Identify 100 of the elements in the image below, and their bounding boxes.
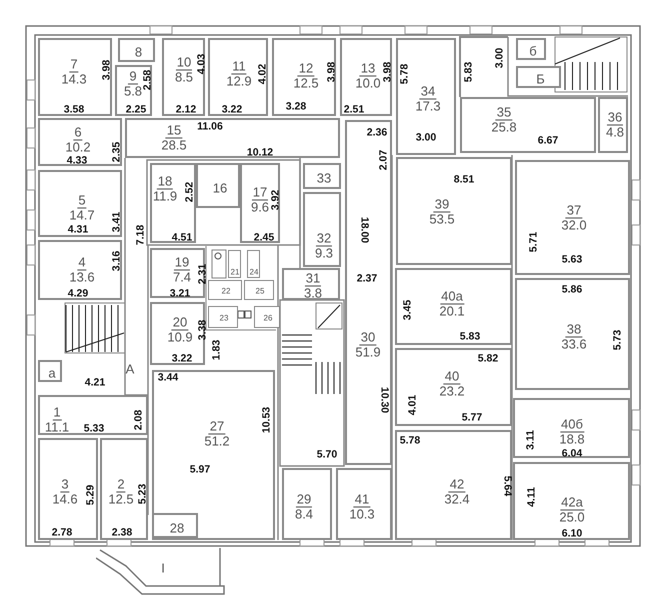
room-label: 21 xyxy=(230,268,240,276)
room-number: 35 xyxy=(496,106,512,120)
room-area: 23.2 xyxy=(439,384,465,398)
dimension-label: 4.33 xyxy=(66,156,88,166)
room-label: 23 xyxy=(220,314,228,322)
dimension-label: 2.52 xyxy=(184,182,196,202)
room-outline xyxy=(340,38,392,116)
room-outline xyxy=(395,430,512,540)
room-area: 8.4 xyxy=(294,508,314,522)
dimension-label: 3.58 xyxy=(64,104,84,116)
room-number: 11 xyxy=(231,60,247,74)
dimension-label: 3.38 xyxy=(198,320,208,340)
room-label: 28 xyxy=(170,520,184,535)
room-label: 16 xyxy=(212,180,228,195)
room-number: 13 xyxy=(360,62,376,76)
room-area: 51.9 xyxy=(355,346,381,360)
room-number: 38 xyxy=(566,322,582,338)
dimension-label: 5.63 xyxy=(562,254,582,266)
room-area: 4.8 xyxy=(606,126,624,140)
dimension-label: 3.16 xyxy=(112,250,122,272)
room-outline xyxy=(395,348,512,426)
dimension-label: 8.51 xyxy=(454,174,474,186)
room-number: 30 xyxy=(360,330,376,346)
room-number: 40б xyxy=(560,418,584,432)
room-outline xyxy=(152,513,198,538)
room-number: 40 xyxy=(444,370,460,384)
room-outline xyxy=(38,118,122,166)
dimension-label: 1.83 xyxy=(212,340,222,360)
room-area: 10.3 xyxy=(349,508,375,522)
room-area: 11.9 xyxy=(152,190,178,204)
dimension-label: 2.51 xyxy=(344,104,364,116)
dimension-label: 3.22 xyxy=(172,354,192,364)
room-outline xyxy=(303,192,341,267)
dimension-label: 4.31 xyxy=(68,224,88,236)
dimension-label: 5.73 xyxy=(612,330,624,350)
room-outline xyxy=(395,268,512,345)
room-outline xyxy=(336,468,392,540)
dimension-label: 2.08 xyxy=(134,410,144,430)
dimension-label: 2.12 xyxy=(176,104,196,116)
room-number: 41 xyxy=(354,492,370,508)
room-label: А xyxy=(126,362,134,376)
room-number: 42а xyxy=(560,496,584,510)
dimension-label: 11.06 xyxy=(197,122,223,132)
room-outline xyxy=(38,38,112,116)
room-area: 25.0 xyxy=(559,510,585,524)
room-number: 37 xyxy=(566,204,582,218)
stall-outline xyxy=(208,280,242,300)
room-label: 8 xyxy=(134,44,142,60)
room-outline xyxy=(515,278,630,390)
dimension-label: 4.21 xyxy=(84,378,106,388)
room-number: 27 xyxy=(208,420,226,434)
dimension-label: 3.11 xyxy=(526,430,536,450)
dimension-label: 5.82 xyxy=(478,354,498,364)
room-outline xyxy=(345,120,392,465)
room-number: 2 xyxy=(116,478,126,492)
dimension-label: 2.25 xyxy=(126,104,146,116)
room-number: 4 xyxy=(77,256,87,270)
dimension-label: 10.30 xyxy=(378,386,390,414)
room-number: 6 xyxy=(73,126,83,140)
room-area: 13.6 xyxy=(69,270,95,284)
dimension-label: 3.00 xyxy=(494,48,506,68)
dimension-label: 5.64 xyxy=(502,476,512,496)
dimension-label: 10.12 xyxy=(246,148,274,158)
room-outline xyxy=(38,360,62,382)
room-area: 9.3 xyxy=(314,246,334,260)
room-area: 20.1 xyxy=(439,304,465,318)
room-area: 5.8 xyxy=(124,84,142,98)
dimension-label: 4.51 xyxy=(172,232,192,244)
dimension-label: 2.36 xyxy=(366,128,388,138)
room-area: 17.3 xyxy=(415,100,441,114)
room-outline xyxy=(282,268,340,300)
room-area: 12.5 xyxy=(293,76,319,90)
room-number: 36 xyxy=(606,110,624,126)
dimension-label: 3.00 xyxy=(416,132,436,144)
room-number: 19 xyxy=(174,256,190,270)
dimension-label: 5.70 xyxy=(316,450,338,460)
room-number: 12 xyxy=(298,62,314,76)
room-outline xyxy=(513,462,630,540)
dimension-label: 4.01 xyxy=(408,394,418,416)
room-outline xyxy=(162,38,205,116)
room-outline xyxy=(396,38,456,155)
room-label: 22 xyxy=(222,286,230,296)
room-outline xyxy=(240,163,280,243)
room-outline xyxy=(125,118,340,158)
room-outline xyxy=(38,240,122,300)
room-area: 53.5 xyxy=(429,212,455,226)
room-label: Б xyxy=(536,72,545,86)
room-label: I xyxy=(161,560,165,576)
dimension-label: 7.18 xyxy=(136,224,146,246)
room-outline xyxy=(598,97,628,153)
room-area: 9.6 xyxy=(250,200,270,214)
dimension-label: 5.33 xyxy=(84,424,104,434)
room-area: 10.2 xyxy=(65,140,91,154)
room-outline xyxy=(515,160,630,275)
stall-outline xyxy=(228,250,241,278)
room-outline xyxy=(150,302,205,365)
dimension-label: 5.83 xyxy=(460,332,480,342)
stall-outline xyxy=(254,306,280,328)
room-number: 40а xyxy=(440,290,464,304)
stall-outline xyxy=(208,306,238,328)
